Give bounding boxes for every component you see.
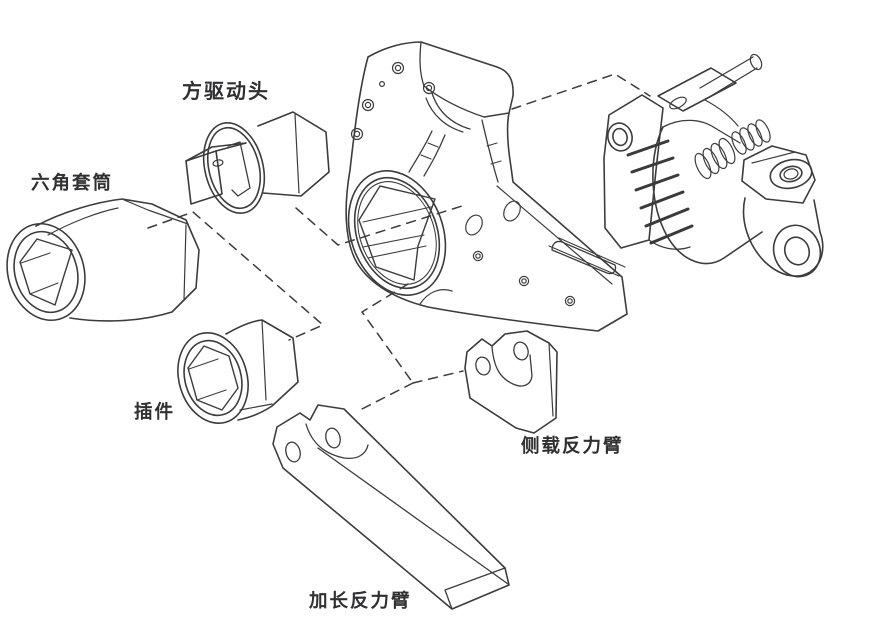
label-extended-reaction-arm: 加长反力臂 xyxy=(309,590,412,611)
ribbed-couplers xyxy=(692,118,773,181)
label-square-drive-head: 方驱动头 xyxy=(182,81,270,103)
arm-lug-hole xyxy=(324,427,343,450)
hex-socket-drawing xyxy=(0,199,199,330)
socket-hex-hole xyxy=(20,239,72,305)
arm-end-channel xyxy=(552,241,616,273)
wrench-body-drawing xyxy=(332,42,627,331)
arm-lug-hole xyxy=(284,441,303,464)
body-arm-holes xyxy=(462,198,574,305)
assembly-guide-lines xyxy=(148,74,650,411)
side-arm-lug-hole xyxy=(474,355,492,376)
body-hex-bore xyxy=(359,186,435,280)
insert-drawing xyxy=(168,320,298,432)
extended-reaction-arm-drawing xyxy=(273,405,509,609)
side-arm-lug-hole xyxy=(512,340,530,361)
guide-long-arm-branch xyxy=(358,383,413,411)
drive-pin-hole xyxy=(212,159,223,167)
square-drive-head-drawing xyxy=(186,112,329,220)
label-hex-socket: 六角套筒 xyxy=(31,172,114,193)
guide-side-arm-branch xyxy=(413,371,463,383)
side-load-reaction-arm-drawing xyxy=(465,331,557,433)
label-side-load-reaction-arm: 侧载反力臂 xyxy=(521,435,624,456)
guide-drive-unit-axis xyxy=(512,74,650,109)
guide-reaction-arm-axis xyxy=(362,284,413,383)
body-plate-holes xyxy=(352,63,435,140)
guide-socket-axis xyxy=(148,212,323,340)
hydraulic-drive-unit-drawing xyxy=(604,53,828,284)
guide-drive-head-axis xyxy=(296,206,462,245)
insert-hex-hole xyxy=(188,346,238,410)
label-insert: 插件 xyxy=(134,401,176,422)
barrel-groove-stripes xyxy=(628,141,692,243)
